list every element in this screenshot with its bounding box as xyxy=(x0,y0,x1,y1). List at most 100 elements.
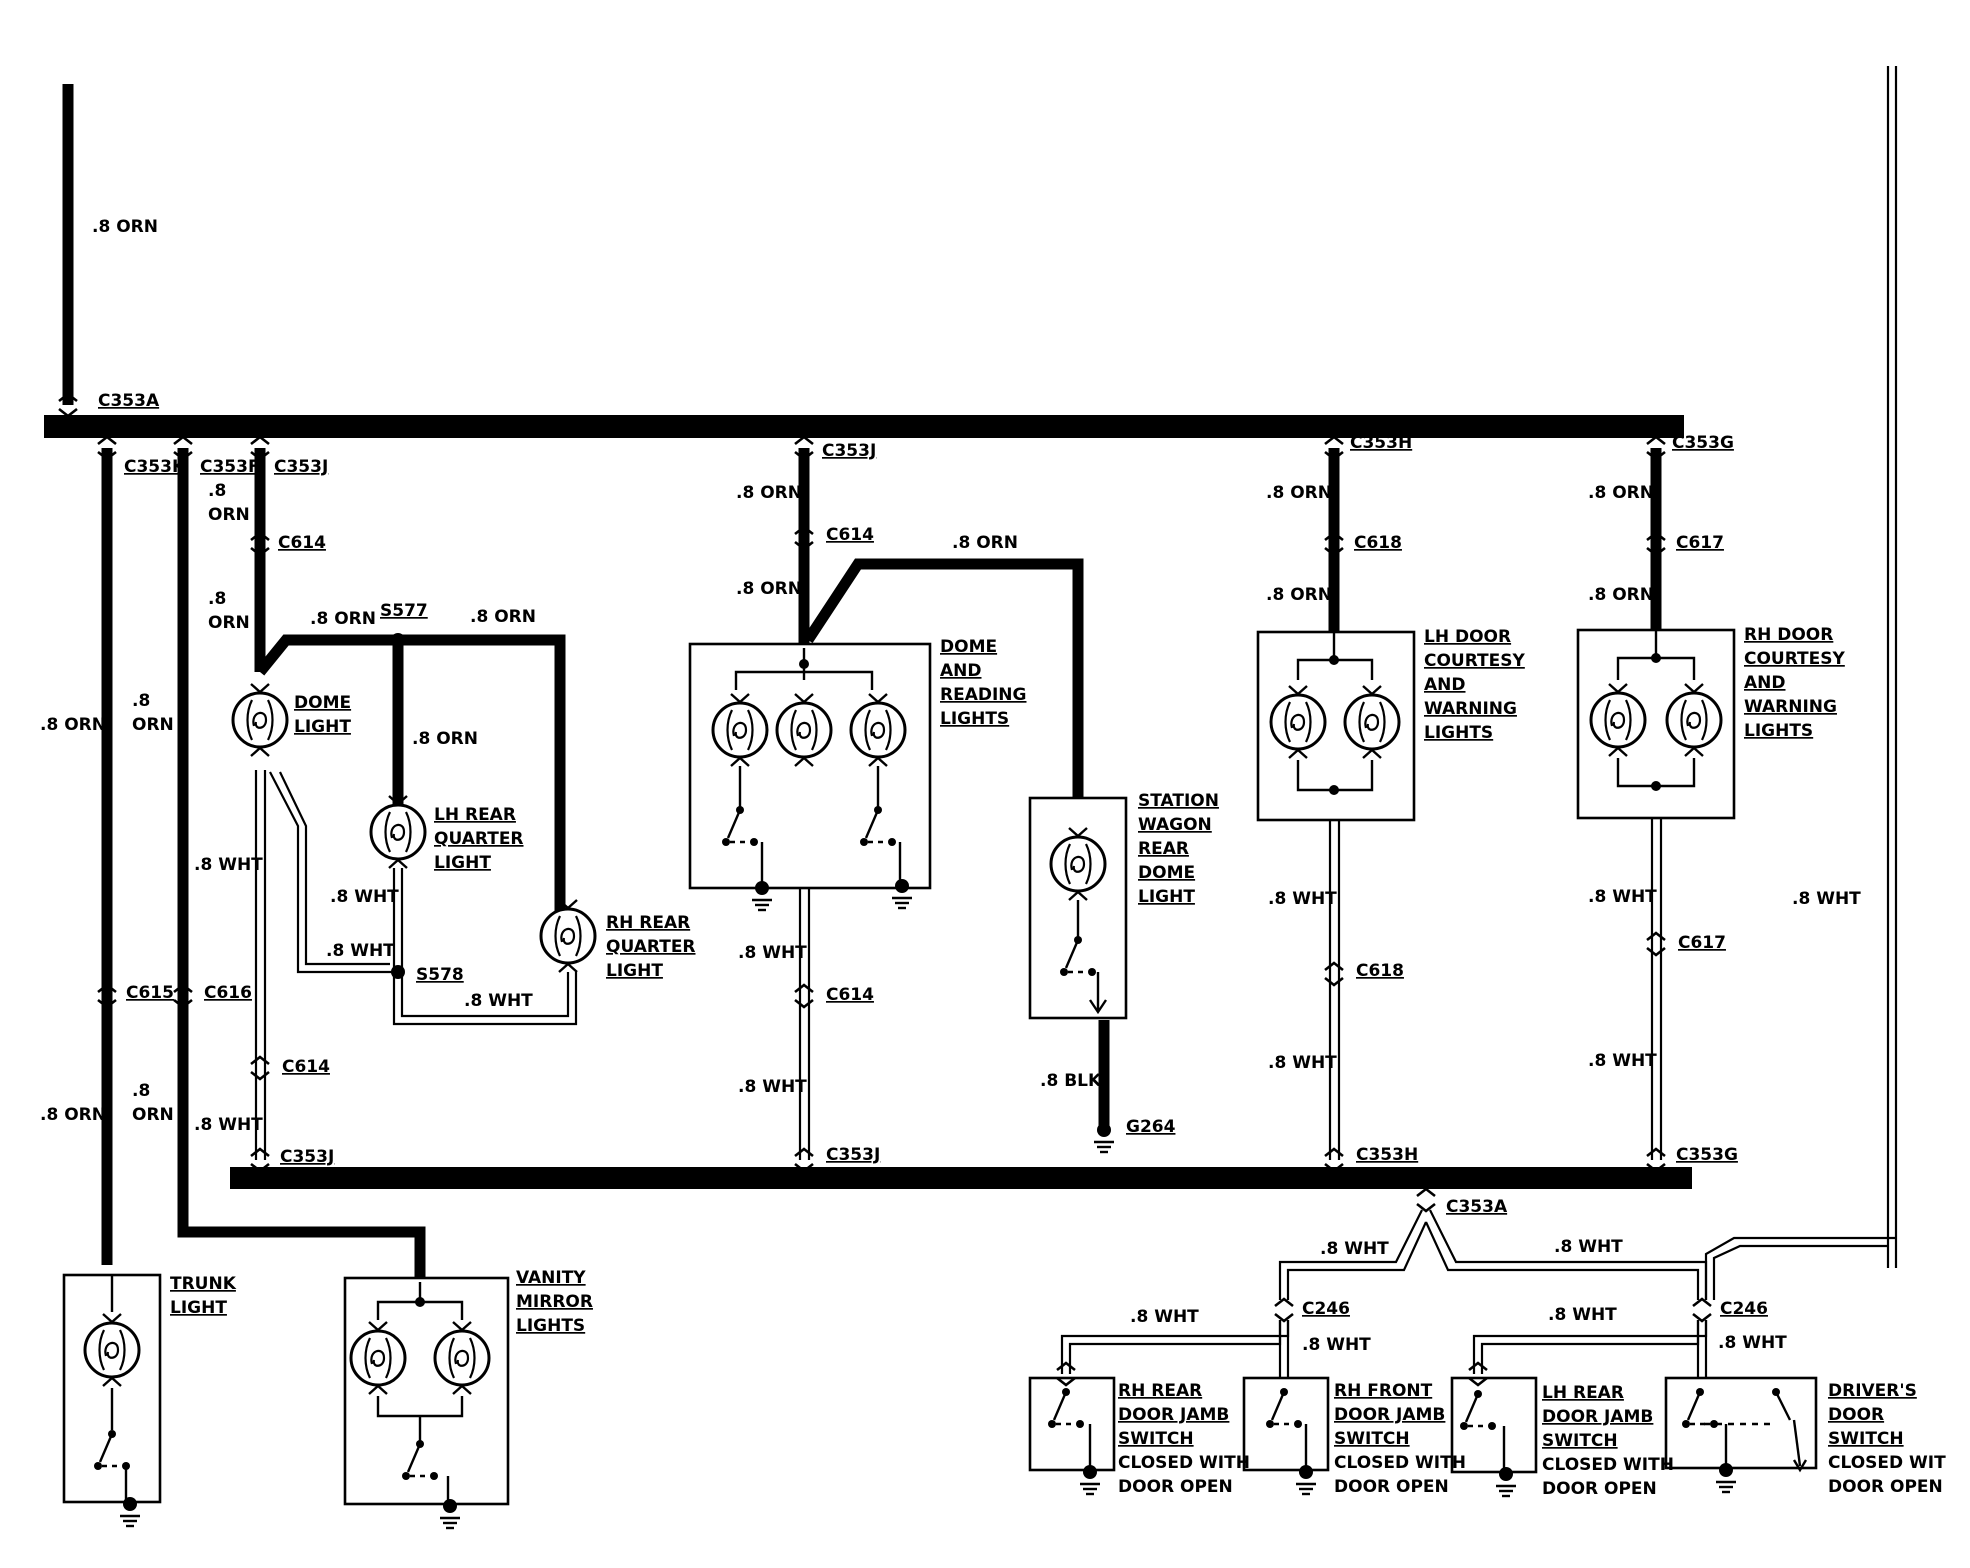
lh-door-orn-label-1: .8 ORN xyxy=(1266,483,1332,503)
drivers-door-closed-with: CLOSED WIT xyxy=(1828,1453,1946,1473)
vanity-label-2: MIRROR xyxy=(516,1292,593,1312)
splice-s577 xyxy=(391,633,405,647)
dome-to-s577-label: .8 ORN xyxy=(310,609,376,629)
c353a-label: C353A xyxy=(98,391,160,411)
lh-door-node-2 xyxy=(1329,785,1339,795)
rh-front-jamb-label-3: SWITCH xyxy=(1334,1429,1410,1449)
rh-c246-label: C246 xyxy=(1302,1299,1350,1319)
rh-rear-jamb-label-3: SWITCH xyxy=(1118,1429,1194,1449)
trunk-label-1: TRUNK xyxy=(170,1274,237,1294)
rh-rear-jamb-switch xyxy=(1028,1361,1116,1496)
reading-label-3: READING xyxy=(940,685,1026,705)
lh-quarter-label-2: QUARTER xyxy=(434,829,524,849)
lh-door-split xyxy=(1296,632,1374,680)
lh-rear-jamb-label-3: SWITCH xyxy=(1542,1431,1618,1451)
s577-label: S577 xyxy=(380,601,428,621)
lh-quarter-wht-label: .8 WHT xyxy=(330,887,399,907)
dome-c614-label: C614 xyxy=(278,533,326,553)
rh-front-wht-label: .8 WHT xyxy=(1302,1335,1371,1355)
right-edge-wht-label: .8 WHT xyxy=(1792,889,1861,909)
c353k-label: C353K xyxy=(124,457,186,477)
c353f-wire-label-2: ORN xyxy=(208,505,250,525)
rh-front-jamb-switch xyxy=(1242,1376,1330,1496)
reading-c614-lower-connector xyxy=(793,983,815,1009)
rh-front-jamb-door-open: DOOR OPEN xyxy=(1334,1477,1449,1497)
rh-quarter-label-1: RH REAR xyxy=(606,913,690,933)
reading-label-2: AND xyxy=(940,661,982,681)
trunk-label-2: LIGHT xyxy=(170,1298,227,1318)
lh-rear-jamb-wire xyxy=(1472,1320,1708,1374)
lh-door-orn-label-2: .8 ORN xyxy=(1266,585,1332,605)
g264-dot xyxy=(1097,1123,1111,1137)
lower-wht-label-1: .8 WHT xyxy=(1320,1239,1389,1259)
drivers-door-label-1: DRIVER'S xyxy=(1828,1381,1917,1401)
rh-front-jamb-closed-with: CLOSED WITH xyxy=(1334,1453,1466,1473)
s578-to-rh-label: .8 WHT xyxy=(464,991,533,1011)
reading-label-4: LIGHTS xyxy=(940,709,1009,729)
station-wagon-blk-label: .8 BLK xyxy=(1040,1071,1102,1091)
vanity-ground-dot xyxy=(443,1499,457,1513)
rh-quarter-orn-label: .8 ORN xyxy=(470,607,536,627)
drivers-door-door-open: DOOR OPEN xyxy=(1828,1477,1943,1497)
trunk-wire-label-1: .8 ORN xyxy=(40,715,106,735)
lh-rear-jamb-label-1: LH REAR xyxy=(1542,1383,1624,1403)
dome-c614-lower-label: C614 xyxy=(282,1057,330,1077)
rh-quarter-label-2: QUARTER xyxy=(606,937,696,957)
rh-quarter-label-3: LIGHT xyxy=(606,961,663,981)
reading-ground-dot-right xyxy=(895,879,909,893)
sw-label-4: DOME xyxy=(1138,863,1195,883)
lh-door-label-1: LH DOOR xyxy=(1424,627,1511,647)
lh-door-c618-lower-connector xyxy=(1323,961,1345,987)
rh-door-c353g-lower-label: C353G xyxy=(1676,1145,1738,1165)
lh-door-c353h-label: C353H xyxy=(1350,433,1412,453)
rh-rear-wht-label: .8 WHT xyxy=(1130,1307,1199,1327)
lh-quarter-label-3: LIGHT xyxy=(434,853,491,873)
station-wagon-orn-wire xyxy=(803,558,1084,800)
lh-door-wht-label-2: .8 WHT xyxy=(1268,1053,1337,1073)
dome-label-2: LIGHT xyxy=(294,717,351,737)
s578-to-rh-quarter-a xyxy=(392,972,578,1026)
reading-ground-dot-left xyxy=(755,881,769,895)
reading-c353j-lower-label: C353J xyxy=(826,1145,880,1165)
dome-to-s578-label: .8 WHT xyxy=(326,941,395,961)
vanity-wire-label-1b: ORN xyxy=(132,715,174,735)
lh-rear-jamb-label-2: DOOR JAMB xyxy=(1542,1407,1653,1427)
lower-wht-label-2: .8 WHT xyxy=(1554,1237,1623,1257)
rh-door-label-2: COURTESY xyxy=(1744,649,1846,669)
lh-door-c618-label: C618 xyxy=(1354,533,1402,553)
vanity-lights-box xyxy=(343,1276,510,1506)
rh-door-wht-label-1: .8 WHT xyxy=(1588,887,1657,907)
reading-ground-right-icon xyxy=(890,896,914,910)
dome-lamp-icon xyxy=(231,682,289,758)
vanity-ground-icon xyxy=(438,1516,462,1530)
c615-label: C615 xyxy=(126,983,174,1003)
rh-door-label-4: WARNING xyxy=(1744,697,1837,717)
rh-door-label-1: RH DOOR xyxy=(1744,625,1833,645)
lh-quarter-orn-label: .8 ORN xyxy=(412,729,478,749)
trunk-ground-icon xyxy=(118,1514,142,1528)
dome-to-s578-wire-a xyxy=(269,771,398,974)
station-wagon-orn-label: .8 ORN xyxy=(952,533,1018,553)
sw-label-3: REAR xyxy=(1138,839,1189,859)
rh-c246-connector xyxy=(1273,1297,1295,1323)
sw-label-2: WAGON xyxy=(1138,815,1212,835)
lower-c353a-label: C353A xyxy=(1446,1197,1508,1217)
dome-c614-lower-connector xyxy=(249,1055,271,1081)
rh-door-label-5: LIGHTS xyxy=(1744,721,1813,741)
lh-rear-jamb-door-open: DOOR OPEN xyxy=(1542,1479,1657,1499)
trunk-ground-dot xyxy=(123,1497,137,1511)
rh-door-c617-lower-connector xyxy=(1645,931,1667,957)
lh-door-label-2: COURTESY xyxy=(1424,651,1526,671)
rh-door-split xyxy=(1616,630,1696,680)
dome-wht-label-1: .8 WHT xyxy=(194,855,263,875)
vanity-split xyxy=(376,1300,464,1320)
rh-door-wht-label-2: .8 WHT xyxy=(1588,1051,1657,1071)
reading-c353j-label: C353J xyxy=(822,441,876,461)
lh-door-label-5: LIGHTS xyxy=(1424,723,1493,743)
dome-orn-wire xyxy=(255,634,566,912)
sw-ground-arrow xyxy=(1089,972,1107,1015)
rh-door-orn-label-1: .8 ORN xyxy=(1588,483,1654,503)
dome-wht-label-2: .8 WHT xyxy=(194,1115,263,1135)
drivers-jamb-wire xyxy=(1696,1320,1708,1378)
